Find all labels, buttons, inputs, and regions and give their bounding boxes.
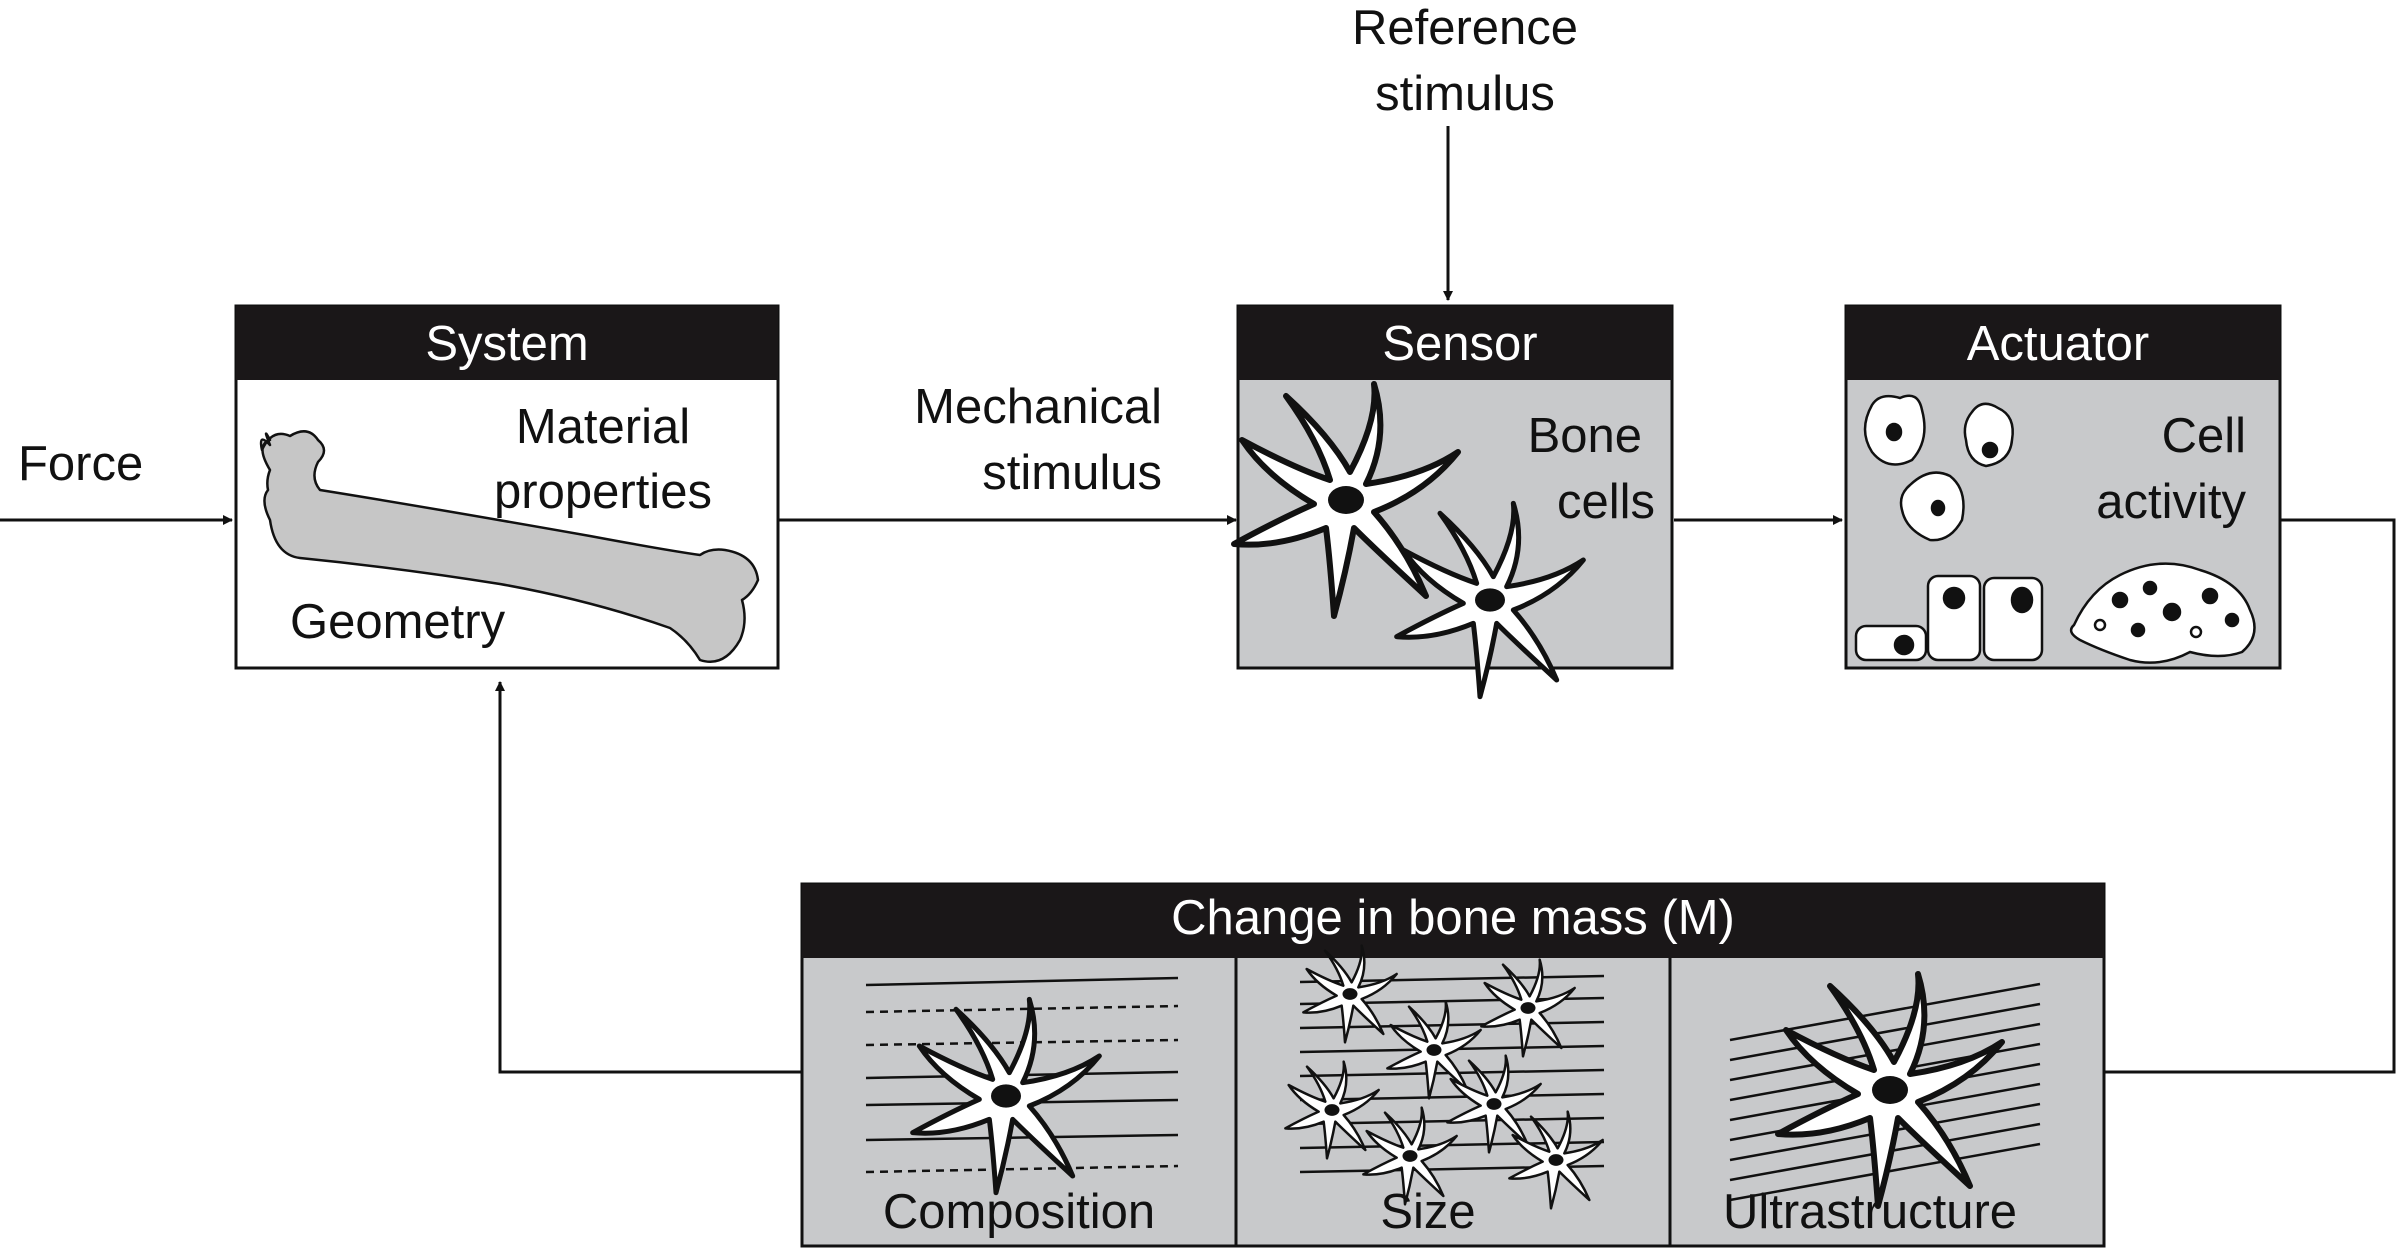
mechanical-stimulus-label-line1: Mechanical: [914, 380, 1162, 434]
composition-label: Composition: [883, 1185, 1155, 1239]
change-in-bone-mass-box: Change in bone mass (M) Composition: [800, 882, 2106, 1248]
system-box: System Material properties Geometry: [234, 304, 780, 670]
bone-cells-label-line2: cells: [1557, 475, 1655, 529]
cell-activity-label-line1: Cell: [2162, 409, 2246, 463]
material-properties-label-line2: properties: [494, 465, 712, 519]
actuator-box: Actuator Cell activity: [1844, 304, 2282, 670]
change-title: Change in bone mass (M): [1171, 891, 1735, 945]
femur-bone-icon: [259, 430, 760, 663]
system-title: System: [425, 317, 588, 371]
system-header: [236, 306, 778, 380]
sensor-header: [1238, 306, 1672, 380]
force-label: Force: [18, 437, 143, 491]
actuator-header: [1846, 306, 2280, 380]
ultrastructure-label: Ultrastructure: [1723, 1185, 2017, 1239]
bone-cells-label-line1: Bone: [1528, 409, 1642, 463]
flow-connectors: [0, 126, 2396, 1074]
sensor-box: Sensor Bone cells: [1234, 304, 1674, 697]
material-properties-label-line1: Material: [516, 400, 690, 454]
reference-stimulus-label-line2: stimulus: [1375, 67, 1555, 121]
actuator-to-change-line: [2104, 518, 2396, 1074]
geometry-label: Geometry: [290, 595, 506, 649]
sensor-title: Sensor: [1382, 317, 1537, 371]
cell-activity-label-line2: activity: [2096, 475, 2246, 529]
actuator-title: Actuator: [1967, 317, 2149, 371]
bone-cell-cluster-icon: [1854, 394, 2256, 664]
reference-stimulus-label-line1: Reference: [1352, 1, 1578, 55]
mechanical-stimulus-label-line2: stimulus: [982, 446, 1162, 500]
change-header: [802, 884, 2104, 958]
size-label: Size: [1380, 1185, 1475, 1239]
change-to-system-arrow: [495, 681, 802, 1074]
